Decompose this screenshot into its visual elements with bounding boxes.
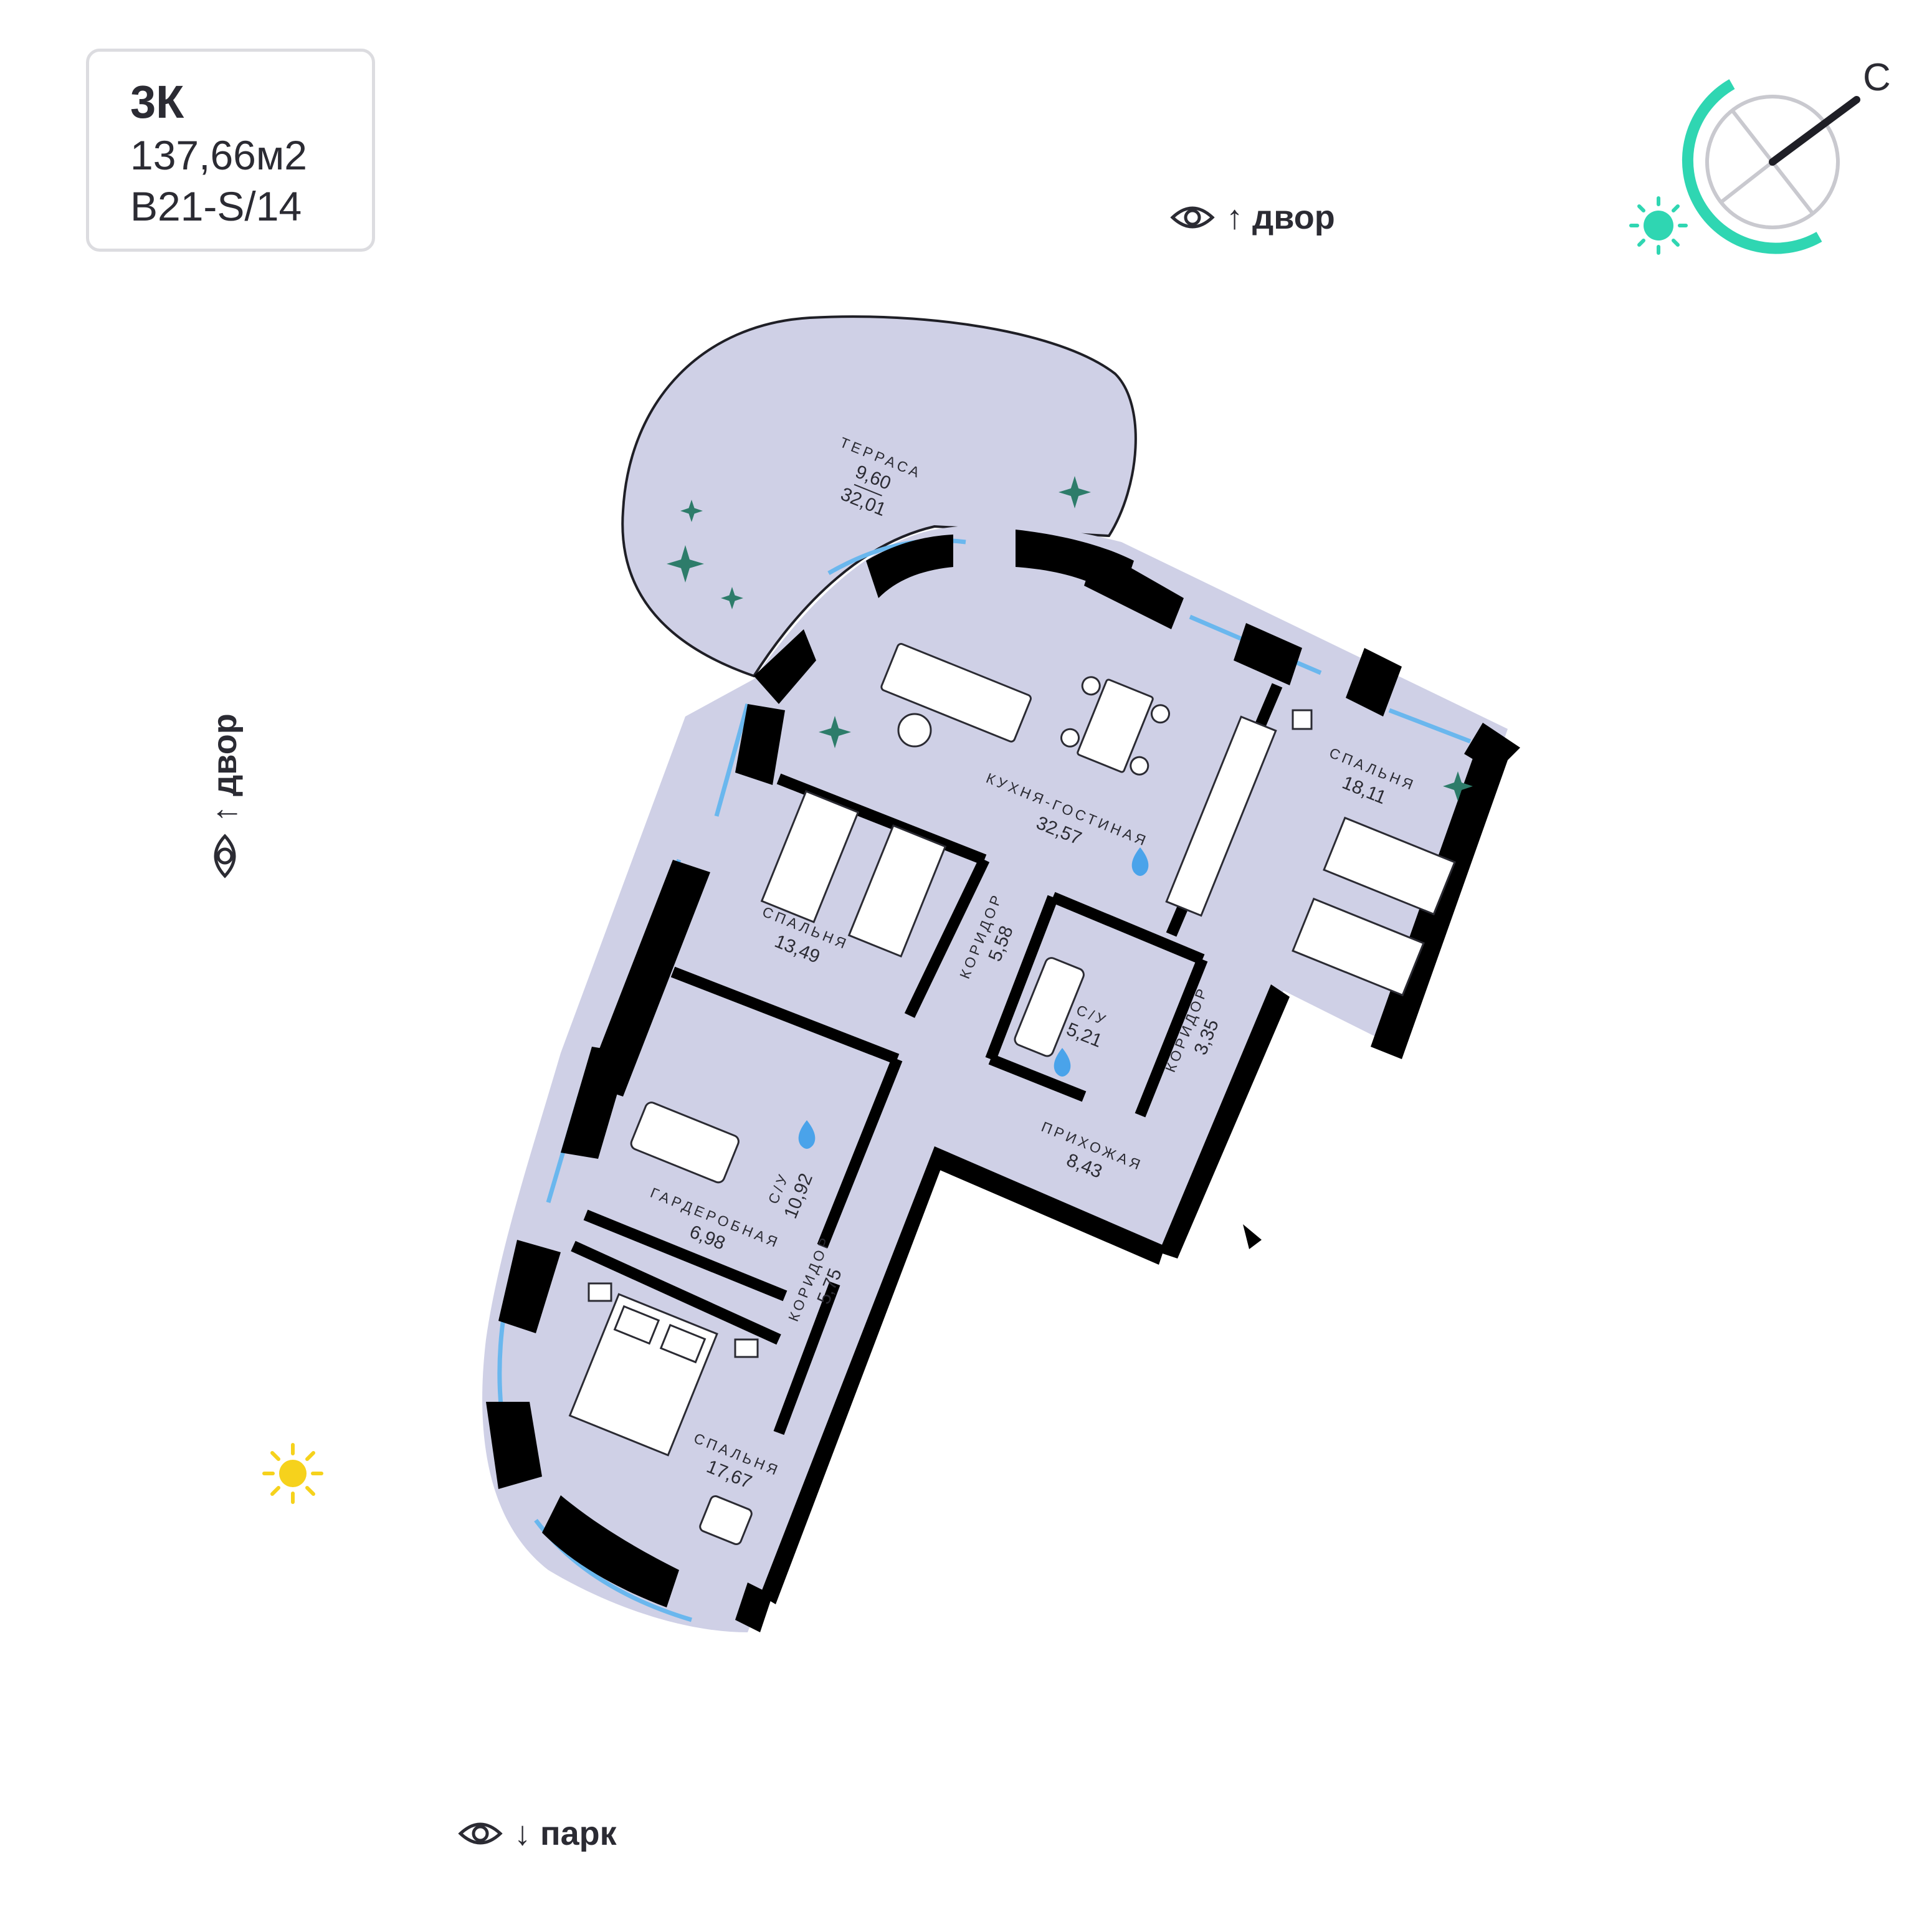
bed-single-1 — [760, 790, 860, 923]
view-label-top: ↑ двор — [1170, 198, 1335, 237]
bathtub — [630, 1102, 740, 1184]
plants — [667, 476, 1473, 801]
water-drop-icon — [1131, 847, 1149, 876]
apartment-code: B21-S/14 — [130, 183, 302, 229]
plant-icon — [667, 545, 704, 583]
sofa — [880, 643, 1032, 743]
sun-icon — [1629, 196, 1688, 255]
plant-icon — [721, 587, 743, 609]
apartment-type: 3К — [130, 76, 184, 128]
water-drop-icon — [1054, 1048, 1071, 1077]
dining-table — [1060, 676, 1170, 776]
bed-double — [568, 1293, 718, 1457]
eye-icon — [214, 834, 236, 878]
view-label-bottom-text: ↓ парк — [514, 1815, 617, 1852]
plant-icon — [1059, 476, 1091, 508]
nightstand — [588, 1282, 612, 1302]
terrace-area — [621, 315, 1137, 678]
bed-single-2 — [847, 824, 947, 958]
plant-icon — [1443, 771, 1473, 801]
compass-ring — [1705, 95, 1840, 229]
compass-north-label: С — [1863, 56, 1891, 99]
bed-single-4 — [1292, 897, 1425, 997]
view-label-top-text: ↑ двор — [1226, 199, 1335, 236]
view-label-left: ↑ двор — [206, 713, 244, 878]
water-drops — [798, 847, 1149, 1149]
view-label-bottom: ↓ парк — [458, 1814, 617, 1853]
eye-icon — [1170, 206, 1215, 229]
sun-icon — [262, 1443, 323, 1504]
water-drop-icon — [798, 1120, 816, 1149]
apartment-area: 137,66м2 — [130, 132, 307, 178]
kitchen-counter — [1165, 715, 1277, 917]
bed-single-3 — [1323, 816, 1456, 916]
compass-rose: С — [1629, 56, 1891, 255]
eye-icon — [458, 1822, 503, 1845]
furniture — [568, 643, 1456, 1546]
nightstand — [734, 1338, 759, 1358]
compass-needle — [1769, 96, 1860, 166]
nightstand — [1292, 709, 1313, 730]
entrance-arrow-icon — [1243, 1224, 1262, 1249]
compass-sun-arc — [1682, 79, 1822, 254]
bathtub — [1014, 957, 1085, 1057]
plant-icon — [680, 500, 703, 522]
apartment-info-card: 3К 137,66м2 B21-S/14 — [86, 49, 375, 252]
coffee-table — [897, 713, 932, 748]
armchair — [699, 1495, 753, 1546]
plant-icon — [819, 716, 851, 748]
